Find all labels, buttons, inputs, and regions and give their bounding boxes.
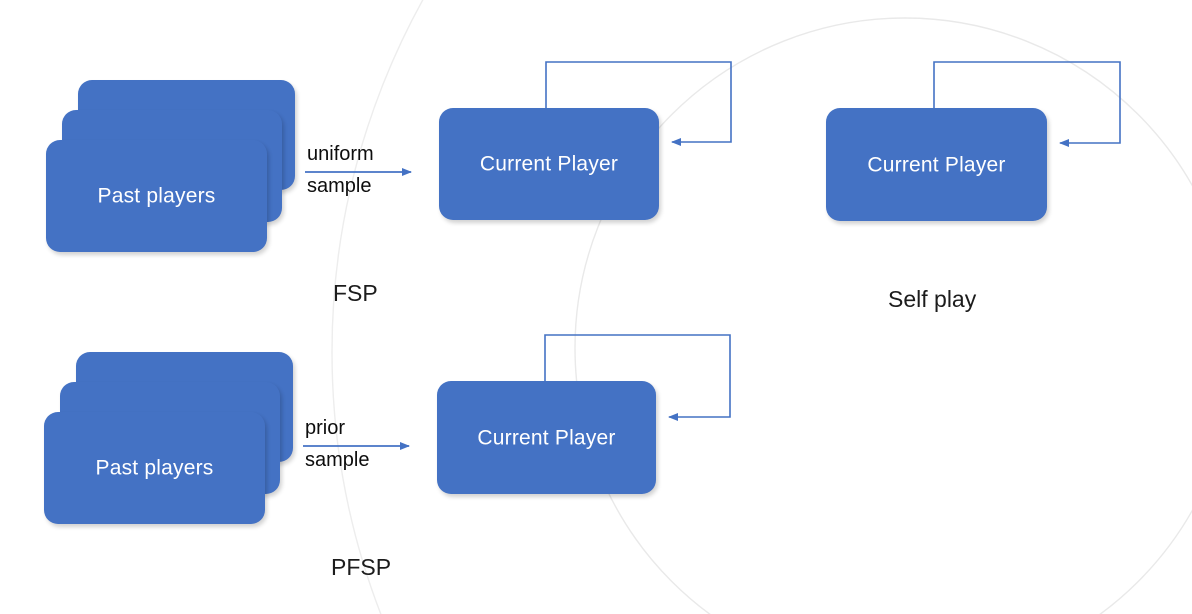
prior-sample-label-line2: sample <box>305 449 370 471</box>
uniform-sample-label-line2: sample <box>307 175 372 197</box>
uniform-sample-label-line1: uniform <box>307 143 374 165</box>
current-player-label-fsp: Current Player <box>479 152 619 176</box>
self-loop-pfsp <box>544 334 731 421</box>
current-player-label-selfplay: Current Player <box>867 152 1006 176</box>
fsp-caption: FSP <box>333 280 378 306</box>
past-players-card-front-pfsp[interactable]: Past players <box>44 412 265 524</box>
past-players-card-front-fsp[interactable]: Past players <box>46 140 267 252</box>
past-players-label-pfsp: Past players <box>95 456 214 480</box>
prior-sample-label-line1: prior <box>305 417 346 439</box>
current-player-box-pfsp[interactable]: Current Player <box>437 381 656 494</box>
self-loop-fsp <box>545 61 732 146</box>
self-loop-selfplay <box>933 61 1121 147</box>
current-player-box-selfplay[interactable]: Current Player <box>826 108 1047 221</box>
current-player-label-pfsp: Current Player <box>477 425 616 449</box>
past-players-label-fsp: Past players <box>97 184 216 208</box>
pfsp-caption: PFSP <box>331 554 392 580</box>
current-player-box-fsp[interactable]: Current Player <box>439 108 659 220</box>
self-play-caption: Self play <box>888 286 977 312</box>
